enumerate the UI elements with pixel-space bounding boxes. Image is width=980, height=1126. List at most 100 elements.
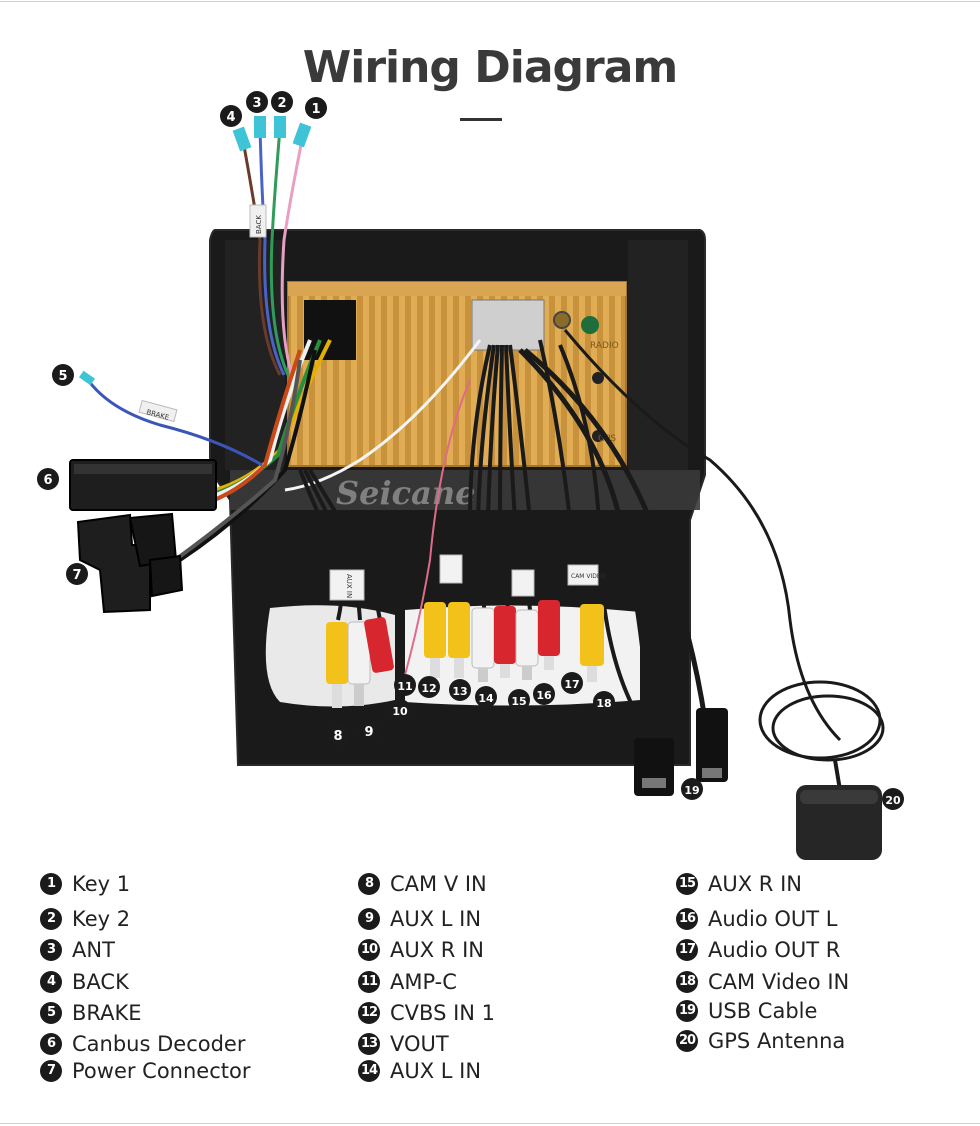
legend-label: USB Cable (708, 999, 818, 1023)
callout-19: 19 (681, 778, 703, 800)
legend-number-badge: 14 (358, 1060, 380, 1082)
legend-label: CVBS IN 1 (390, 1001, 496, 1025)
callout-4: 4 (220, 105, 242, 127)
callout-badges: 1 2 3 4 5 6 7 8 9 10 11 12 13 14 15 16 1… (37, 91, 904, 810)
legend-number-badge: 3 (40, 939, 62, 961)
callout-3: 3 (246, 91, 268, 113)
legend-number-badge: 20 (676, 1030, 698, 1052)
svg-text:17: 17 (564, 678, 579, 691)
legend-label: BACK (72, 970, 129, 994)
legend-number-badge: 9 (358, 908, 380, 930)
legend-item-aux-l-in-2: 14 AUX L IN (358, 1059, 481, 1083)
legend-number-badge: 13 (358, 1033, 380, 1055)
legend-label: AUX R IN (390, 938, 484, 962)
svg-text:18: 18 (596, 697, 611, 710)
callout-10: 10 (389, 699, 411, 721)
svg-text:6: 6 (43, 473, 52, 488)
cable-tags: AUX IN CAM VIDEO (329, 554, 606, 601)
pcb-board: RADIO GPS (287, 281, 627, 467)
callout-20: 20 (882, 788, 904, 810)
radio-label: RADIO (590, 341, 619, 351)
rca-aux-r-in (364, 617, 394, 673)
legend-number-badge: 4 (40, 971, 62, 993)
svg-text:1: 1 (311, 102, 320, 117)
legend-label: Audio OUT L (708, 907, 838, 931)
main-harness (173, 339, 482, 562)
legend-label: AMP-C (390, 970, 457, 994)
gps-antenna-puck (796, 785, 882, 860)
callout-13: 13 (449, 679, 471, 701)
brake-wire: BRAKE (78, 370, 263, 467)
legend-number-badge: 16 (676, 908, 698, 930)
svg-text:9: 9 (364, 725, 373, 740)
legend-number-badge: 18 (676, 971, 698, 993)
legend-label: Canbus Decoder (72, 1032, 246, 1056)
legend-number-badge: 11 (358, 971, 380, 993)
callout-8: 8 (327, 724, 349, 746)
svg-text:15: 15 (511, 695, 526, 708)
wiring-diagram-illustration: RADIO GPS Seicane BACK BRAKE (37, 91, 904, 860)
aux-in-tag: AUX IN (345, 574, 353, 598)
legend-label: Power Connector (72, 1059, 251, 1083)
legend-label: Key 1 (72, 872, 131, 896)
power-connector (76, 512, 184, 614)
legend-number-badge: 19 (676, 1000, 698, 1022)
svg-text:2: 2 (277, 96, 286, 111)
legend-item-cam-v-in: 8 CAM V IN (358, 872, 487, 896)
svg-text:20: 20 (885, 794, 901, 807)
legend-item-audio-out-l: 16 Audio OUT L (676, 907, 837, 931)
usb-connectors (634, 708, 728, 796)
legend-label: CAM Video IN (708, 970, 850, 994)
callout-12: 12 (418, 676, 440, 698)
legend-item-key-1: 1 Key 1 (40, 872, 130, 896)
legend-item-power-connector: 7 Power Connector (40, 1059, 250, 1083)
legend-number-badge: 8 (358, 873, 380, 895)
legend-label: GPS Antenna (708, 1029, 846, 1053)
svg-text:3: 3 (252, 96, 261, 111)
svg-text:10: 10 (392, 705, 408, 718)
legend-label: Audio OUT R (708, 938, 841, 962)
callout-7: 7 (66, 563, 88, 585)
legend-label: AUX L IN (390, 907, 482, 931)
legend-item-aux-r-in: 10 AUX R IN (358, 938, 484, 962)
legend-number-badge: 10 (358, 939, 380, 961)
svg-text:11: 11 (397, 680, 412, 693)
cam-video-tag: CAM VIDEO (571, 573, 606, 580)
legend-number-badge: 5 (40, 1002, 62, 1024)
svg-text:7: 7 (72, 568, 81, 583)
legend-label: AUX L IN (390, 1059, 482, 1083)
rca-vout (448, 602, 470, 678)
svg-text:8: 8 (333, 729, 342, 744)
svg-text:12: 12 (421, 682, 436, 695)
legend-item-canbus-decoder: 6 Canbus Decoder (40, 1032, 245, 1056)
rca-aux-r-in-2 (494, 606, 516, 678)
legend-item-cam-video-in: 18 CAM Video IN (676, 970, 849, 994)
bottom-rule (0, 1123, 980, 1124)
rca-cam-video-in (580, 604, 604, 682)
legend-item-gps-antenna: 20 GPS Antenna (676, 1029, 845, 1053)
canbus-decoder (69, 459, 217, 511)
legend-number-badge: 1 (40, 873, 62, 895)
svg-text:13: 13 (452, 685, 467, 698)
callout-17: 17 (561, 672, 583, 694)
title-underline (460, 118, 502, 121)
back-wire-tag: BACK (255, 215, 263, 234)
svg-text:16: 16 (536, 689, 552, 702)
legend-item-back: 4 BACK (40, 970, 129, 994)
callout-6: 6 (37, 468, 59, 490)
legend-label: CAM V IN (390, 872, 487, 896)
legend-number-badge: 7 (40, 1060, 62, 1082)
legend-item-amp-c: 11 AMP-C (358, 970, 457, 994)
legend-number-badge: 6 (40, 1033, 62, 1055)
callout-9: 9 (358, 720, 380, 742)
svg-text:4: 4 (226, 110, 235, 125)
svg-text:5: 5 (58, 369, 67, 384)
rca-cam-v-in (326, 622, 348, 708)
callout-2: 2 (271, 91, 293, 113)
